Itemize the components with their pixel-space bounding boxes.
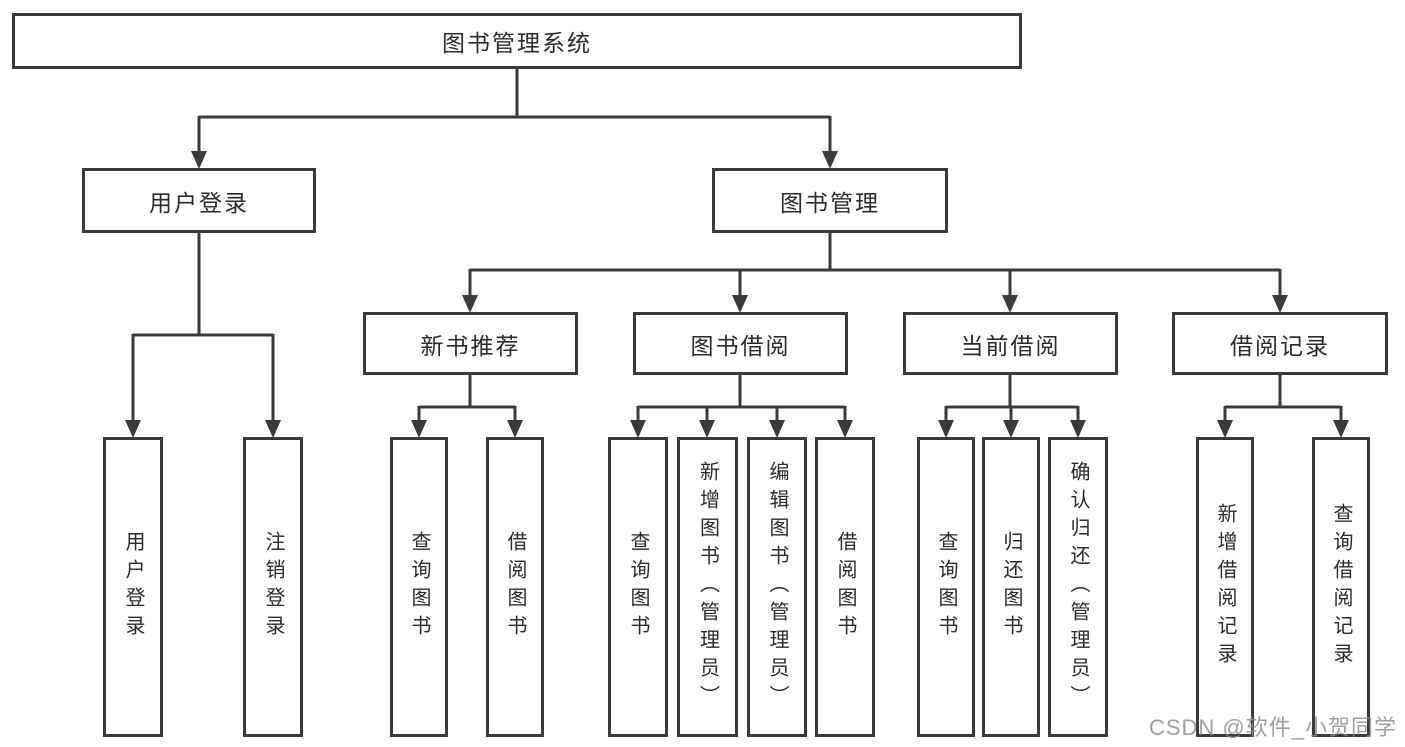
node-label: 新书推荐 — [420, 332, 521, 359]
node-book-management: 图书管理 — [712, 168, 948, 233]
node-label: 当前借阅 — [960, 332, 1061, 359]
node-label: 借阅图书 — [834, 531, 856, 643]
node-label: 编辑图书（管理员） — [766, 461, 788, 713]
node-label: 查询图书 — [935, 531, 957, 643]
node-label: 归还图书 — [1000, 531, 1022, 643]
node-label: 查询图书 — [408, 531, 430, 643]
arrowheads — [125, 151, 1349, 438]
node-label: 新增借阅记录 — [1214, 503, 1236, 671]
node-book-borrowing: 图书借阅 — [633, 312, 848, 375]
node-label: 借阅图书 — [504, 531, 526, 643]
node-borrowing-records: 借阅记录 — [1172, 312, 1388, 375]
leaf-query-borrow-record: 查询借阅记录 — [1312, 437, 1370, 737]
leaf-borrow-books-recommend: 借阅图书 — [486, 437, 544, 737]
leaf-logout: 注销登录 — [243, 437, 303, 737]
leaf-confirm-return-admin: 确认归还（管理员） — [1048, 437, 1108, 737]
leaf-edit-books-admin: 编辑图书（管理员） — [747, 437, 807, 737]
leaf-borrow-books-borrowing: 借阅图书 — [815, 437, 875, 737]
node-label: 用户登录 — [122, 531, 144, 643]
leaf-query-books-borrowing: 查询图书 — [608, 437, 668, 737]
node-label: 借阅记录 — [1230, 332, 1330, 359]
node-label: 用户登录 — [149, 189, 249, 216]
node-label: 图书借阅 — [690, 332, 791, 359]
node-label: 查询借阅记录 — [1330, 503, 1352, 671]
csdn-watermark: CSDN @软件_小贺同学 — [1148, 715, 1397, 740]
leaf-user-login: 用户登录 — [103, 437, 163, 737]
leaf-add-borrow-record: 新增借阅记录 — [1196, 437, 1254, 737]
node-label: 注销登录 — [262, 531, 284, 643]
node-label: 图书管理 — [780, 189, 880, 216]
node-label: 查询图书 — [627, 531, 649, 643]
node-new-book-recommend: 新书推荐 — [363, 312, 578, 375]
node-current-borrowing: 当前借阅 — [903, 312, 1118, 375]
node-label: 确认归还（管理员） — [1067, 461, 1089, 713]
leaf-add-books-admin: 新增图书（管理员） — [677, 437, 738, 737]
leaf-query-books-current: 查询图书 — [917, 437, 975, 737]
node-user-login: 用户登录 — [82, 168, 316, 233]
node-label: 新增图书（管理员） — [696, 461, 719, 713]
leaf-return-books: 归还图书 — [982, 437, 1040, 737]
leaf-query-books-recommend: 查询图书 — [390, 437, 448, 737]
node-label: 图书管理系统 — [442, 30, 592, 56]
node-root-system: 图书管理系统 — [12, 13, 1022, 69]
